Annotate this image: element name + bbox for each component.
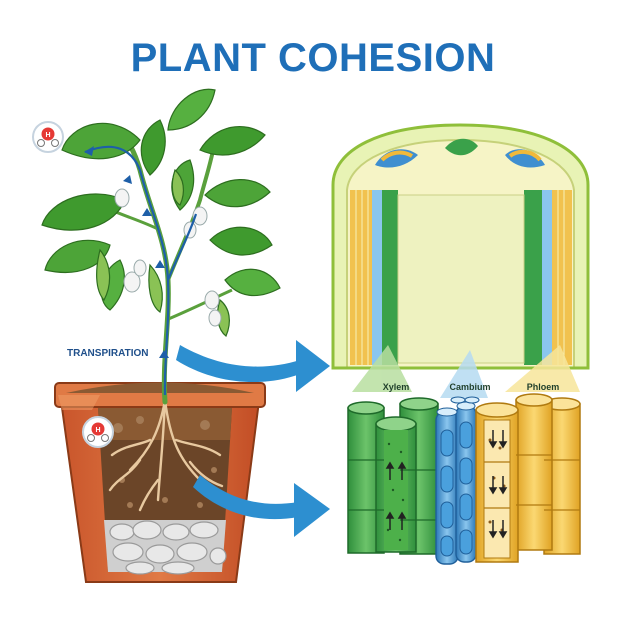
cambium-label: Cambium xyxy=(449,382,490,392)
atom-label: H xyxy=(95,427,100,434)
plant-roots xyxy=(108,398,224,512)
stem-cross-section xyxy=(331,123,590,370)
xylem-label: Xylem xyxy=(383,382,410,392)
plant-flowers xyxy=(114,188,222,327)
water-molecule-icon: H xyxy=(82,416,114,448)
flow-arrow-stem xyxy=(176,340,330,392)
water-flow-path xyxy=(84,145,198,396)
water-molecule-icon: H xyxy=(32,121,64,153)
flow-arrow-root xyxy=(193,475,330,537)
zoom-wedges xyxy=(352,345,580,398)
transpiration-label: TRANSPIRATION xyxy=(67,348,148,359)
diagram-title: PLANT COHESION xyxy=(130,36,496,80)
flow-arrowheads xyxy=(84,146,169,358)
phloem-tubes xyxy=(475,393,581,563)
atom-label: H xyxy=(45,132,50,139)
cambium-cells xyxy=(435,396,480,565)
xylem-vessels xyxy=(347,397,439,555)
plant-leaves xyxy=(41,88,281,337)
phloem-label: Phloem xyxy=(527,382,560,392)
